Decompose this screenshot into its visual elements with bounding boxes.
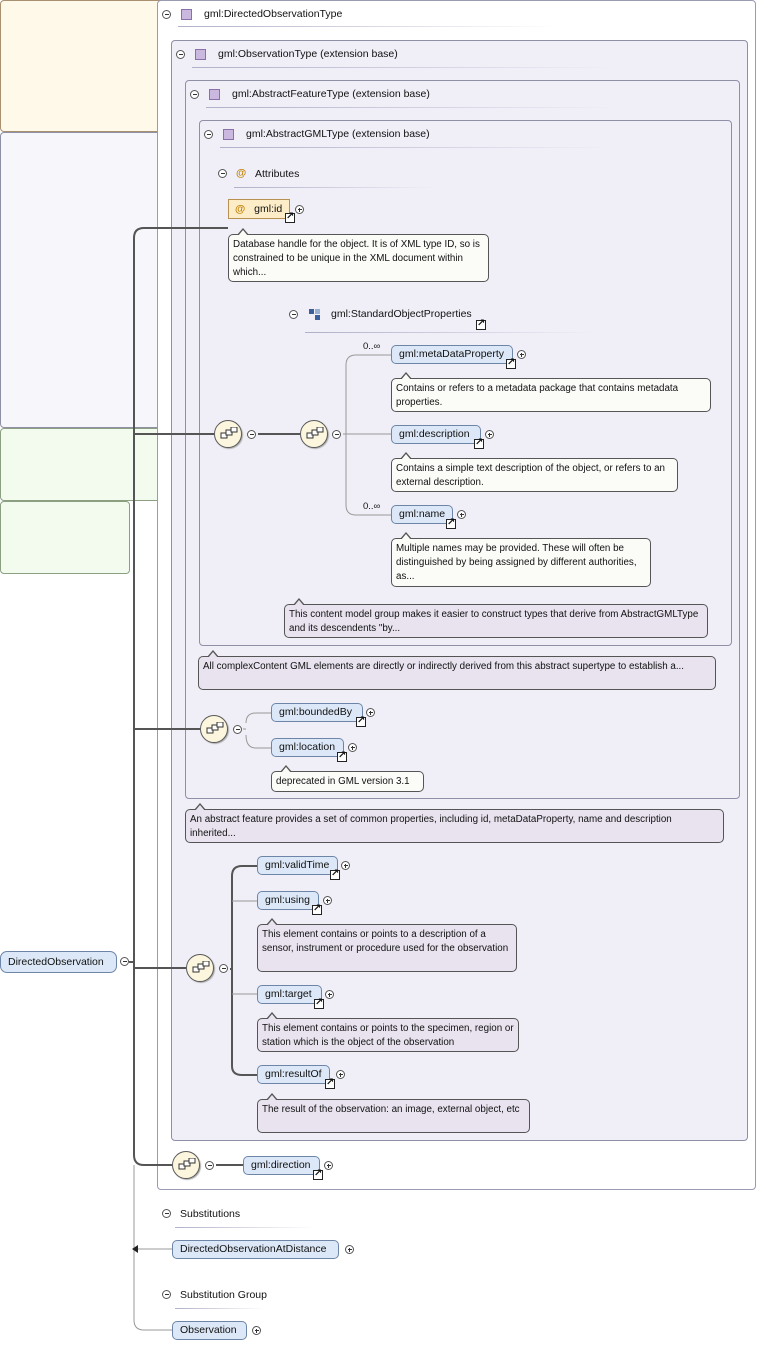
reference-icon[interactable] — [313, 1167, 323, 1181]
attribute-at-icon: @ — [236, 167, 247, 179]
collapse-substitution-group-icon[interactable] — [162, 1290, 171, 1299]
reference-icon[interactable] — [506, 356, 516, 370]
reference-icon[interactable] — [356, 714, 366, 728]
collapse-abstract-feature-icon[interactable] — [190, 90, 199, 99]
element-gml-target[interactable]: gml:target — [257, 985, 322, 1004]
resultof-doc: The result of the observation: an image,… — [257, 1093, 530, 1133]
expand-icon[interactable] — [341, 861, 350, 870]
substitution-group-title: Substitution Group — [180, 1289, 267, 1301]
reference-icon[interactable] — [314, 996, 324, 1010]
metadata-cardinality: 0..∞ — [363, 341, 381, 352]
abstract-gml-type-title: gml:AbstractGMLType (extension base) — [246, 128, 430, 140]
substitution-directed-observation-at-distance[interactable]: DirectedObservationAtDistance — [172, 1240, 339, 1259]
standard-props-title: gml:StandardObjectProperties — [331, 308, 472, 320]
observation-type-title: gml:ObservationType (extension base) — [218, 48, 398, 60]
substitutions-title: Substitutions — [180, 1208, 241, 1220]
collapse-root-icon[interactable] — [120, 957, 129, 966]
collapse-sequence-icon[interactable] — [205, 1161, 214, 1170]
metadata-doc: Contains or refers to a metadata package… — [391, 372, 711, 412]
collapse-attributes-icon[interactable] — [218, 169, 227, 178]
collapse-observation-type-icon[interactable] — [176, 50, 185, 59]
expand-icon[interactable] — [345, 1245, 354, 1254]
expand-icon[interactable] — [485, 430, 494, 439]
element-gml-boundedby[interactable]: gml:boundedBy — [271, 703, 363, 722]
reference-icon[interactable] — [330, 867, 340, 881]
collapse-sequence-icon[interactable] — [247, 430, 256, 439]
collapse-sequence-icon[interactable] — [332, 430, 341, 439]
reference-icon[interactable] — [476, 317, 486, 331]
element-gml-location[interactable]: gml:location — [271, 738, 344, 757]
expand-icon[interactable] — [348, 743, 357, 752]
group-icon — [309, 309, 320, 320]
sequence-compositor-icon[interactable] — [300, 420, 328, 448]
element-gml-metadataproperty[interactable]: gml:metaDataProperty — [391, 345, 513, 364]
element-gml-resultof[interactable]: gml:resultOf — [257, 1065, 330, 1084]
gml-id-doc: Database handle for the object. It is of… — [228, 228, 489, 282]
complex-type-icon — [181, 9, 192, 20]
sequence-compositor-icon[interactable] — [186, 954, 214, 982]
location-doc: deprecated in GML version 3.1 — [271, 765, 424, 792]
substitution-group-observation[interactable]: Observation — [172, 1321, 247, 1340]
abstract-gml-doc: All complexContent GML elements are dire… — [198, 650, 716, 690]
root-element-directedobservation[interactable]: DirectedObservation — [0, 951, 117, 973]
target-doc: This element contains or points to the s… — [257, 1012, 519, 1052]
expand-icon[interactable] — [366, 708, 375, 717]
element-gml-using[interactable]: gml:using — [257, 891, 319, 910]
expand-icon[interactable] — [325, 990, 334, 999]
collapse-sequence-icon[interactable] — [219, 964, 228, 973]
expand-icon[interactable] — [295, 205, 304, 214]
abstract-feature-doc: An abstract feature provides a set of co… — [185, 803, 724, 843]
complex-type-icon — [209, 89, 220, 100]
expand-icon[interactable] — [336, 1070, 345, 1079]
reference-icon[interactable] — [325, 1076, 335, 1090]
standard-props-group-doc: This content model group makes it easier… — [284, 598, 708, 638]
complex-type-icon — [223, 129, 234, 140]
element-gml-direction[interactable]: gml:direction — [243, 1156, 320, 1175]
name-cardinality: 0..∞ — [363, 501, 381, 512]
reference-icon[interactable] — [446, 516, 456, 530]
substitution-group-box — [0, 501, 130, 574]
reference-icon[interactable] — [285, 210, 295, 224]
collapse-abstract-gml-icon[interactable] — [204, 130, 213, 139]
complex-type-icon — [195, 49, 206, 60]
abstract-feature-type-title: gml:AbstractFeatureType (extension base) — [232, 88, 430, 100]
directed-type-title: gml:DirectedObservationType — [204, 8, 343, 20]
attribute-gml-id-label: gml:id — [254, 203, 283, 215]
collapse-sequence-icon[interactable] — [233, 725, 242, 734]
collapse-directed-type-icon[interactable] — [162, 10, 171, 19]
sequence-compositor-icon[interactable] — [214, 420, 242, 448]
element-gml-validtime[interactable]: gml:validTime — [257, 856, 338, 875]
collapse-standard-props-icon[interactable] — [289, 310, 298, 319]
attribute-gml-id[interactable]: @ gml:id — [228, 199, 290, 219]
attribute-at-icon: @ — [235, 203, 246, 215]
sequence-compositor-icon[interactable] — [200, 715, 228, 743]
expand-icon[interactable] — [517, 350, 526, 359]
expand-icon[interactable] — [323, 896, 332, 905]
reference-icon[interactable] — [312, 902, 322, 916]
reference-icon[interactable] — [337, 749, 347, 763]
sequence-compositor-icon[interactable] — [172, 1151, 200, 1179]
expand-icon[interactable] — [252, 1326, 261, 1335]
name-doc: Multiple names may be provided. These wi… — [391, 532, 651, 587]
expand-icon[interactable] — [324, 1161, 333, 1170]
reference-icon[interactable] — [474, 436, 484, 450]
description-doc: Contains a simple text description of th… — [391, 452, 678, 492]
attributes-title: Attributes — [255, 168, 300, 180]
element-gml-description[interactable]: gml:description — [391, 425, 481, 444]
element-gml-name[interactable]: gml:name — [391, 505, 453, 524]
collapse-substitutions-icon[interactable] — [162, 1209, 171, 1218]
using-doc: This element contains or points to a des… — [257, 918, 517, 972]
expand-icon[interactable] — [457, 510, 466, 519]
